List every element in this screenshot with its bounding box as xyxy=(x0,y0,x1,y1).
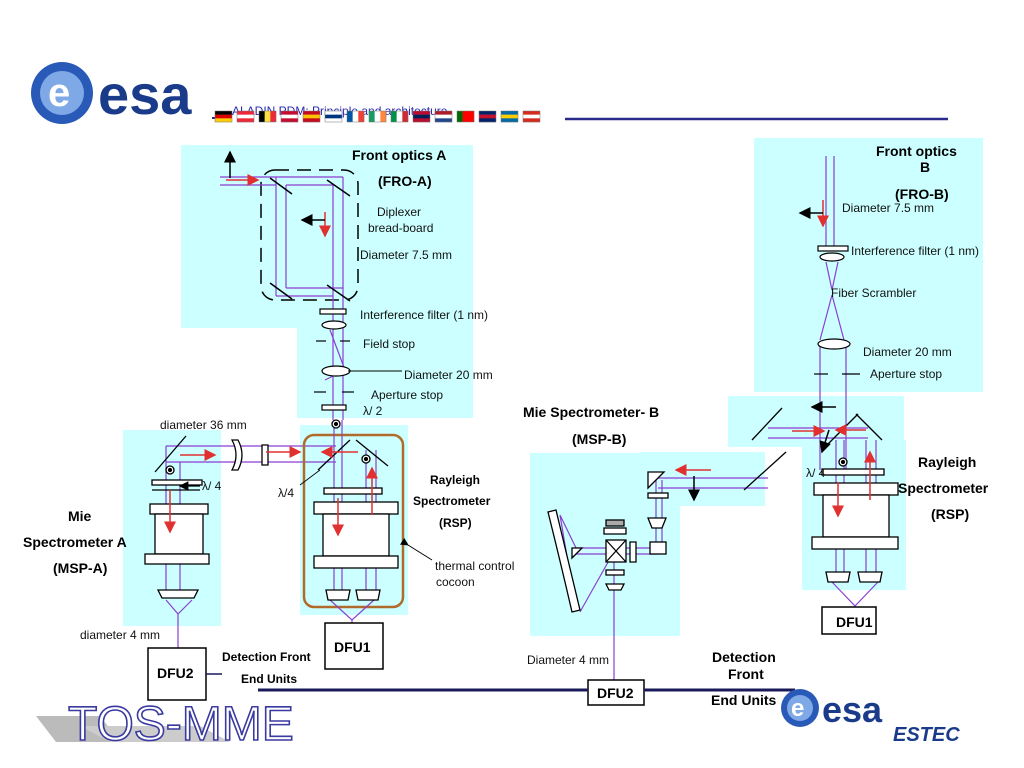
label-front-optics-b-1: Front optics xyxy=(876,143,957,159)
label-mie-a-1: Mie xyxy=(68,508,92,524)
diplexer-breadboard xyxy=(260,169,359,301)
msp-b-optics xyxy=(547,451,787,613)
tos-mme-text: TOS-MME xyxy=(68,698,294,751)
dfu1-b-box xyxy=(821,606,877,635)
label-mie-a-3: (MSP-A) xyxy=(53,560,107,576)
flag-it-icon xyxy=(390,110,409,123)
flag-nl-icon xyxy=(434,110,453,123)
label-diameter-4-b: Diameter 4 mm xyxy=(527,653,609,667)
label-mie-a-2: Spectrometer A xyxy=(23,534,127,550)
label-fro-b: (FRO-B) xyxy=(895,186,949,202)
rsp-b-red-arrows xyxy=(674,424,876,518)
dfu2-b-box xyxy=(587,679,645,706)
fro-b-region xyxy=(754,138,983,392)
label-rayleigh-a-2: Spectrometer xyxy=(413,494,491,508)
flag-de-icon xyxy=(214,110,233,123)
estec-text: ESTEC xyxy=(893,724,960,746)
esa-estec-logo: e esa ESTEC xyxy=(781,689,960,746)
label-aperture-b: Aperture stop xyxy=(870,367,942,381)
fro-b-optics xyxy=(814,245,860,375)
label-field-stop: Field stop xyxy=(363,337,415,351)
label-lambda4-a2: λ/4 xyxy=(278,486,294,500)
label-interference-b: Interference filter (1 nm) xyxy=(851,244,979,258)
dfu1-a-box xyxy=(324,622,384,670)
flag-ie-icon xyxy=(368,110,387,123)
label-detection-b-2: Front xyxy=(728,666,764,682)
flag-gb-icon xyxy=(478,110,497,123)
label-rayleigh-a-3: (RSP) xyxy=(439,516,472,530)
label-rayleigh-b-3: (RSP) xyxy=(931,506,969,522)
esa-logo-text: esa xyxy=(98,63,192,126)
label-detection-a-1: Detection Front xyxy=(222,650,311,664)
flag-no-icon xyxy=(412,110,431,123)
flag-se-icon xyxy=(500,110,519,123)
label-detection-b-1: Detection xyxy=(712,649,776,665)
rsp-a-red-arrows xyxy=(320,446,378,537)
label-diameter-20-a: Diameter 20 mm xyxy=(404,368,493,382)
label-mie-b-1: Mie Spectrometer- B xyxy=(523,404,659,420)
rsp-b-down-arrow xyxy=(819,429,831,454)
flag-fr-icon xyxy=(346,110,365,123)
rsp-b-top-region xyxy=(728,396,904,447)
label-lambda4-a1: λ/ 4 xyxy=(202,479,222,493)
flag-ch-icon xyxy=(522,110,541,123)
label-lambda4-b: λ/ 4 xyxy=(806,466,826,480)
label-fiber: Fiber Scrambler xyxy=(831,286,916,300)
fro-a-filters xyxy=(314,308,354,411)
flag-at-icon xyxy=(236,110,255,123)
label-lambda2: λ/ 2 xyxy=(363,404,383,418)
label-fro-a: (FRO-A) xyxy=(378,173,432,189)
label-aperture-a: Aperture stop xyxy=(371,388,443,402)
svg-text:e: e xyxy=(791,695,804,722)
label-diameter-75-a: Diameter 7.5 mm xyxy=(360,248,452,262)
label-dfu2-a: DFU2 xyxy=(157,665,194,681)
label-diameter-36: diameter 36 mm xyxy=(160,418,247,432)
flag-es-icon xyxy=(302,110,321,123)
label-diplexer-1: Diplexer xyxy=(377,205,421,219)
label-detection-b-3: End Units xyxy=(711,692,777,708)
label-dfu1-a: DFU1 xyxy=(334,639,371,655)
thermal-cocoon xyxy=(302,433,405,609)
svg-text:e: e xyxy=(48,71,70,115)
flag-dk-icon xyxy=(280,110,299,123)
fro-b-beams xyxy=(819,156,847,470)
esa-logo: e esa xyxy=(31,62,192,126)
fro-a-mirrors xyxy=(269,177,351,302)
label-dfu1-b: DFU1 xyxy=(836,614,873,630)
label-diameter-20-b: Diameter 20 mm xyxy=(863,345,952,359)
label-thermal-1: thermal control xyxy=(435,559,514,573)
label-detection-a-2: End Units xyxy=(241,672,297,686)
tos-mme-logo: TOS-MME xyxy=(36,697,295,752)
label-interference-a: Interference filter (1 nm) xyxy=(360,308,488,322)
flag-be-icon xyxy=(258,110,277,123)
flag-pt-icon xyxy=(456,110,475,123)
label-diameter-4-a: diameter 4 mm xyxy=(80,628,160,642)
label-front-optics-a: Front optics A xyxy=(352,147,446,163)
label-rayleigh-b-1: Rayleigh xyxy=(918,454,976,470)
label-mie-b-2: (MSP-B) xyxy=(572,431,626,447)
label-rayleigh-a-1: Rayleigh xyxy=(430,473,480,487)
msp-a-optics xyxy=(144,435,269,599)
flag-row xyxy=(214,110,541,123)
msp-a-red-arrows xyxy=(164,446,302,534)
estec-esa-text: esa xyxy=(822,689,883,730)
label-front-optics-b-2: B xyxy=(920,159,930,175)
label-thermal-2: cocoon xyxy=(436,575,475,589)
label-dfu2-b: DFU2 xyxy=(597,685,634,701)
label-diameter-75-b: Diameter 7.5 mm xyxy=(842,201,934,215)
label-diplexer-2: bread-board xyxy=(368,221,433,235)
label-rayleigh-b-2: Spectrometer xyxy=(898,480,989,496)
flag-fi-icon xyxy=(324,110,343,123)
lambda4-rsp-leader xyxy=(299,469,321,486)
cocoon-leader xyxy=(399,537,433,561)
